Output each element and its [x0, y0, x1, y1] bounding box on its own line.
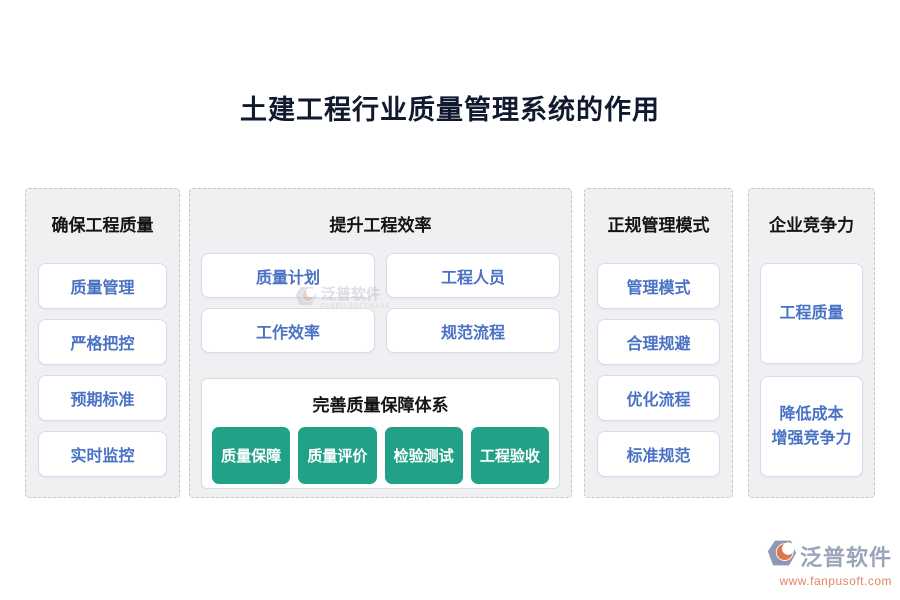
- green-button-row: 质量保障 质量评价 检验测试 工程验收: [212, 427, 549, 484]
- item-card: 合理规避: [597, 319, 720, 365]
- item-card: 工程人员: [386, 253, 560, 298]
- item-stack: 工程质量 降低成本 增强竞争力: [760, 263, 863, 477]
- item-card: 工程质量: [760, 263, 863, 364]
- green-node: 质量保障: [212, 427, 291, 484]
- item-card: 实时监控: [38, 431, 167, 477]
- column-improve-efficiency: 提升工程效率 质量计划 工程人员 工作效率 规范流程 完善质量保障体系 质量保障…: [189, 188, 572, 498]
- green-node: 检验测试: [384, 427, 463, 484]
- green-node: 工程验收: [470, 427, 549, 484]
- item-grid: 质量计划 工程人员 工作效率 规范流程: [201, 253, 560, 353]
- column-standard-management: 正规管理模式 管理模式 合理规避 优化流程 标准规范: [584, 188, 733, 498]
- item-card: 标准规范: [597, 431, 720, 477]
- column-ensure-quality: 确保工程质量 质量管理 严格把控 预期标准 实时监控: [25, 188, 180, 498]
- sub-panel-header: 完善质量保障体系: [312, 396, 449, 415]
- quality-assurance-panel: 完善质量保障体系 质量保障 质量评价 检验测试 工程验收: [201, 378, 560, 489]
- item-stack: 管理模式 合理规避 优化流程 标准规范: [597, 263, 720, 477]
- item-card: 优化流程: [597, 375, 720, 421]
- column-header: 确保工程质量: [51, 216, 154, 235]
- page-title: 土建工程行业质量管理系统的作用: [240, 95, 660, 125]
- item-card: 降低成本 增强竞争力: [760, 376, 863, 477]
- item-card: 工作效率: [201, 308, 375, 353]
- brand-url: www.fanpusoft.com: [779, 574, 892, 588]
- item-card: 预期标准: [38, 375, 167, 421]
- fanpu-logo-icon: [767, 538, 797, 573]
- footer-brand: 泛普软件 www.fanpusoft.com: [767, 538, 892, 588]
- brand-name: 泛普软件: [799, 544, 892, 570]
- item-card: 质量计划: [201, 253, 375, 298]
- item-card: 质量管理: [38, 263, 167, 309]
- item-stack: 质量管理 严格把控 预期标准 实时监控: [38, 263, 167, 477]
- green-node: 质量评价: [298, 427, 377, 484]
- column-header: 提升工程效率: [329, 216, 432, 235]
- column-competitiveness: 企业竞争力 工程质量 降低成本 增强竞争力: [748, 188, 875, 498]
- item-card: 管理模式: [597, 263, 720, 309]
- column-header: 正规管理模式: [607, 216, 710, 235]
- item-card: 规范流程: [386, 308, 560, 353]
- column-header: 企业竞争力: [769, 216, 854, 235]
- item-card: 严格把控: [38, 319, 167, 365]
